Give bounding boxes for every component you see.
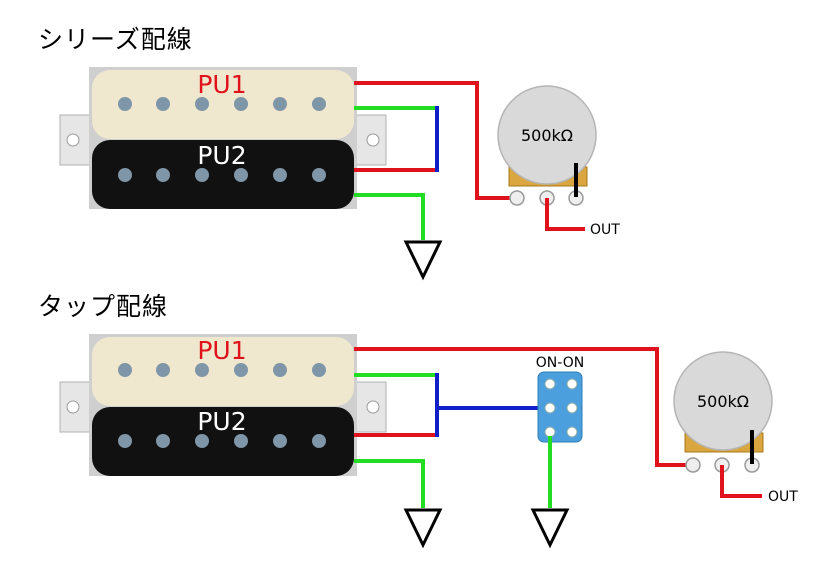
volume-pot: 500kΩ bbox=[497, 85, 597, 206]
pu1-label: PU1 bbox=[197, 336, 246, 365]
switch-lug bbox=[566, 378, 578, 390]
ground-symbol bbox=[403, 508, 443, 549]
pot-body bbox=[673, 351, 773, 451]
tap-wiring-title: タップ配線 bbox=[38, 292, 169, 321]
ground-symbol-switch bbox=[530, 508, 570, 549]
tap-diagram: PU1 PU2 ON-ON 500kΩ bbox=[59, 334, 798, 549]
coil-pu2 bbox=[92, 140, 354, 209]
pot-value-label: 500kΩ bbox=[521, 126, 573, 145]
wire-green-ground bbox=[354, 193, 425, 240]
switch-lug bbox=[544, 426, 556, 438]
volume-pot: 500kΩ bbox=[673, 351, 773, 473]
pu1-label: PU1 bbox=[197, 70, 246, 99]
coil-pu1 bbox=[92, 70, 354, 139]
pot-lug-1 bbox=[509, 190, 525, 206]
humbucker-pickup-2: PU1 PU2 bbox=[59, 334, 387, 476]
mounting-hole-left bbox=[66, 400, 80, 414]
pu2-pole-screws bbox=[118, 168, 326, 182]
ground-symbol bbox=[403, 240, 443, 281]
pu2-label: PU2 bbox=[197, 407, 246, 436]
pu1-pole-screws bbox=[118, 97, 326, 111]
switch-label: ON-ON bbox=[536, 355, 584, 371]
wire-red-pu1-to-pot bbox=[354, 347, 692, 467]
switch-lug bbox=[544, 378, 556, 390]
switch-lug bbox=[566, 402, 578, 414]
pu2-label: PU2 bbox=[197, 141, 246, 170]
mounting-hole-right bbox=[366, 133, 380, 147]
pot-body bbox=[497, 85, 597, 185]
wire-red-out bbox=[720, 465, 762, 498]
wire-red-pu1-to-pot bbox=[354, 81, 517, 200]
pu2-pole-screws bbox=[118, 434, 326, 448]
coil-pu1 bbox=[92, 337, 354, 406]
switch-lug bbox=[544, 402, 556, 414]
on-on-switch: ON-ON bbox=[536, 355, 584, 443]
out-label: OUT bbox=[590, 222, 620, 238]
series-diagram: PU1 PU2 500kΩ OUT bbox=[59, 67, 620, 281]
switch-lug bbox=[566, 426, 578, 438]
pot-lug-1 bbox=[685, 457, 701, 473]
mounting-hole-left bbox=[66, 133, 80, 147]
wire-green-ground bbox=[354, 459, 425, 508]
series-wiring-title: シリーズ配線 bbox=[38, 25, 193, 54]
mounting-hole-right bbox=[366, 400, 380, 414]
humbucker-pickup-1: PU1 PU2 bbox=[59, 67, 387, 209]
pu1-pole-screws bbox=[118, 363, 326, 377]
wire-red-out bbox=[545, 198, 585, 231]
coil-pu2 bbox=[92, 407, 354, 476]
out-label: OUT bbox=[768, 489, 798, 505]
pot-value-label: 500kΩ bbox=[697, 392, 749, 411]
switch-body bbox=[537, 371, 583, 443]
